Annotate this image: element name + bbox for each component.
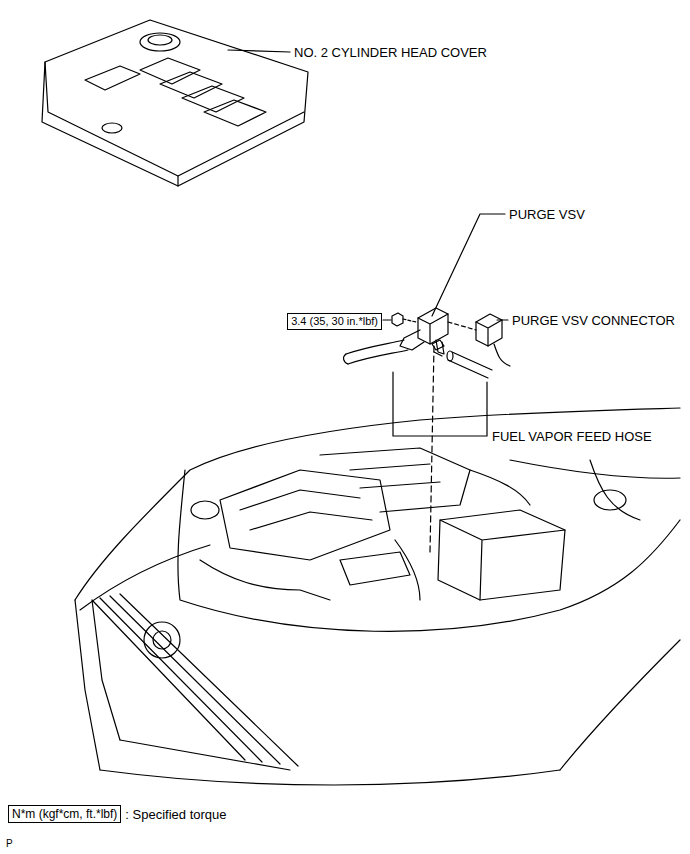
part-name: NO. 2 CYLINDER HEAD COVER xyxy=(293,45,488,60)
part-name: FUEL VAPOR FEED HOSE xyxy=(491,429,653,444)
part-name: PURGE VSV CONNECTOR xyxy=(511,313,676,328)
torque-spec-box: 3.4 (35, 30 in.*lbf) xyxy=(287,313,382,330)
figure-code: P xyxy=(5,838,14,850)
legend-text: : Specified torque xyxy=(124,807,227,822)
part-name: PURGE VSV xyxy=(508,207,586,222)
torque-text: N*m (kgf*cm, ft.*lbf) xyxy=(12,807,117,821)
torque-text: 3.4 (35, 30 in.*lbf) xyxy=(291,315,378,327)
legend-box: N*m (kgf*cm, ft.*lbf) xyxy=(8,805,121,823)
